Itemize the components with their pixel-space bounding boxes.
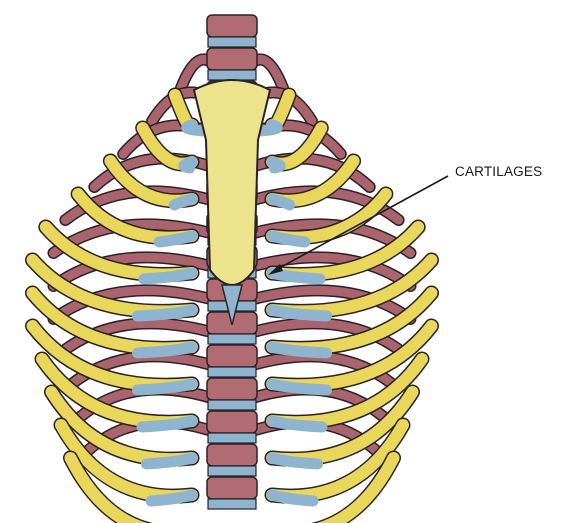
intervertebral-disc [208, 499, 256, 509]
sternum-body [194, 80, 270, 285]
costal-cartilage [138, 310, 193, 316]
costal-cartilage [272, 347, 327, 353]
costal-cartilage [138, 347, 193, 353]
costal-cartilage [147, 458, 193, 464]
costal-cartilage [184, 162, 192, 168]
costal-cartilage [272, 236, 305, 242]
vertebra [207, 411, 257, 433]
intervertebral-disc [208, 70, 256, 80]
cartilages-label: CARTILAGES [455, 164, 542, 179]
intervertebral-disc [208, 433, 256, 443]
vertebra [207, 378, 257, 400]
costal-cartilage [272, 162, 280, 168]
costal-cartilage [272, 421, 322, 427]
costal-cartilage [138, 384, 193, 390]
vertebra [207, 48, 257, 70]
vertebra [207, 345, 257, 367]
costal-cartilage [272, 310, 327, 316]
vertebra [207, 444, 257, 466]
costal-cartilage [159, 236, 192, 242]
costal-cartilage [272, 495, 313, 501]
costal-cartilage [272, 458, 318, 464]
costal-cartilage [272, 199, 290, 205]
costal-cartilage [142, 421, 192, 427]
costal-cartilage [272, 273, 320, 279]
costal-cartilage [174, 199, 192, 205]
intervertebral-disc [208, 334, 256, 344]
intervertebral-disc [208, 37, 256, 47]
costal-cartilage [144, 273, 192, 279]
vertebra [207, 15, 257, 37]
costal-cartilage [151, 495, 192, 501]
intervertebral-disc [208, 400, 256, 410]
costal-cartilage [272, 384, 327, 390]
vertebra [207, 477, 257, 499]
intervertebral-disc [208, 367, 256, 377]
intervertebral-disc [208, 466, 256, 476]
